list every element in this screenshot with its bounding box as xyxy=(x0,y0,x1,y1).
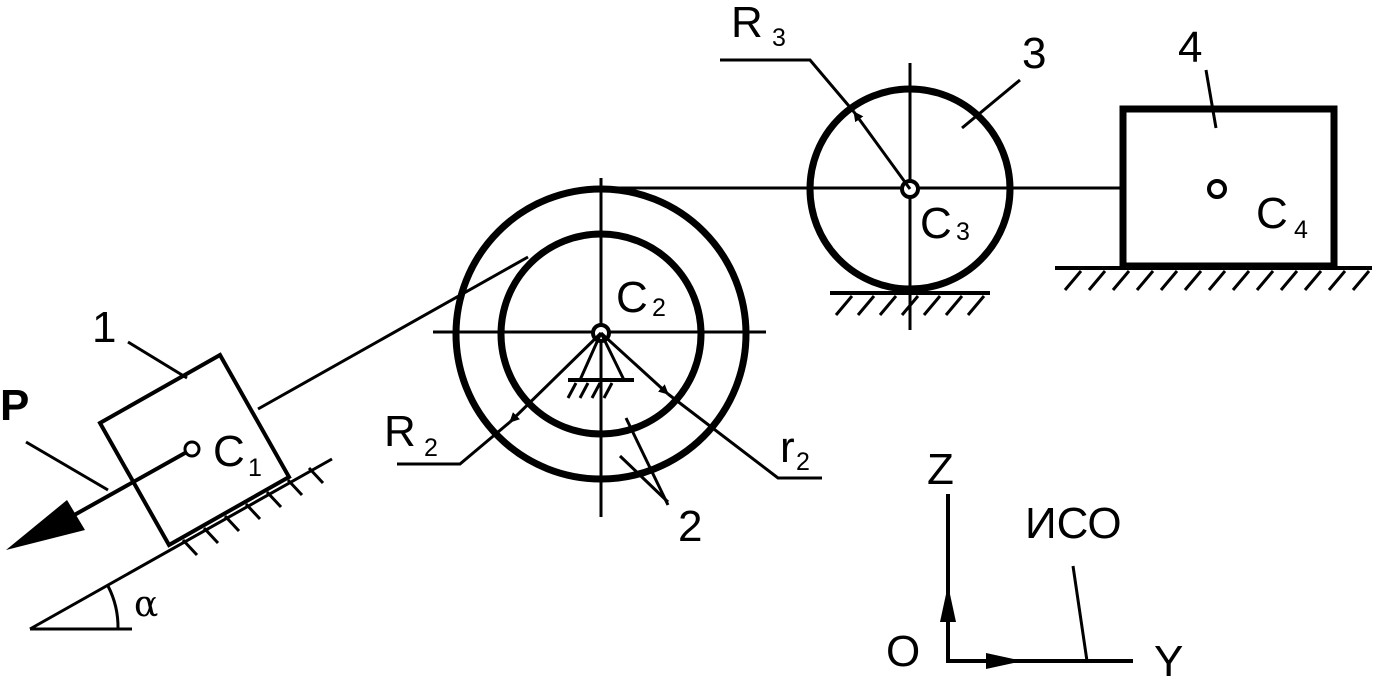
label-body-3: 3 xyxy=(1022,29,1046,78)
wheel-3 xyxy=(720,58,1021,330)
drum-2 xyxy=(397,178,822,517)
force-p-arrowhead xyxy=(6,500,85,550)
label-c3: C xyxy=(920,199,952,248)
label-c2-sub: 2 xyxy=(652,294,666,322)
label-z: Z xyxy=(927,445,954,494)
incline-hatching xyxy=(181,466,325,557)
block-4-ground xyxy=(1055,266,1372,291)
label-1-leader xyxy=(127,340,188,380)
label-o: O xyxy=(886,627,920,676)
label-2-leader-b xyxy=(618,454,670,504)
z-axis-arrowhead xyxy=(940,585,956,622)
block-1-body xyxy=(97,352,292,548)
wheel-3-ground xyxy=(830,291,990,316)
c4-center-point xyxy=(1207,179,1227,199)
c1-center-point xyxy=(183,440,201,458)
r2-leader-line xyxy=(667,392,822,480)
radius-r2-arrow xyxy=(599,331,670,396)
incline-surface xyxy=(29,457,333,631)
label-iso: ИСО xyxy=(1025,499,1122,548)
label-3-leader xyxy=(961,78,1021,130)
drum-2-fixed-support xyxy=(566,332,634,399)
y-axis-arrowhead xyxy=(986,653,1023,669)
label-c4: C xyxy=(1256,189,1288,238)
force-p-shaft xyxy=(59,451,186,525)
inclined-plane xyxy=(29,457,333,631)
label-r2: r xyxy=(780,423,795,472)
label-c3-sub: 3 xyxy=(956,218,970,246)
iso-leader xyxy=(1071,565,1089,662)
radius-R2-arrow xyxy=(508,331,603,424)
label-c1: C xyxy=(213,427,245,476)
label-R2: R xyxy=(384,407,416,456)
rope-1-2 xyxy=(257,255,529,411)
label-p: P xyxy=(0,381,29,430)
label-body-2: 2 xyxy=(678,502,702,551)
label-y: Y xyxy=(1154,637,1183,681)
angle-arc xyxy=(106,585,120,630)
R3-leader-line xyxy=(720,58,856,113)
label-c4-sub: 4 xyxy=(1294,216,1308,244)
label-body-4: 4 xyxy=(1178,23,1202,72)
label-c1-sub: 1 xyxy=(248,454,262,482)
label-alpha: α xyxy=(134,584,158,625)
label-r2-sub: 2 xyxy=(796,448,810,476)
block-1 xyxy=(6,340,292,550)
radius-R3-arrow xyxy=(852,111,912,190)
label-R3: R xyxy=(731,0,763,47)
label-4-leader xyxy=(1204,69,1218,129)
block-4 xyxy=(1055,69,1372,291)
label-c2: C xyxy=(616,273,648,322)
label-R3-sub: 3 xyxy=(772,24,786,52)
label-body-1: 1 xyxy=(92,303,116,352)
coordinate-system xyxy=(940,494,1133,669)
p-leader-line xyxy=(25,440,109,492)
R2-leader-line xyxy=(397,420,511,466)
label-2-leader-a xyxy=(624,417,670,506)
label-R2-sub: 2 xyxy=(424,434,438,462)
